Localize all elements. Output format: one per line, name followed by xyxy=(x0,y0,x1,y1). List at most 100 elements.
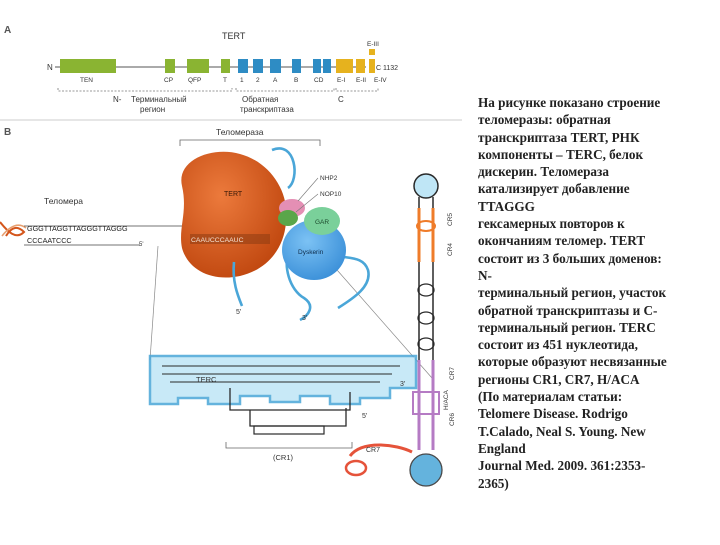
telomerase-bracket xyxy=(179,139,321,146)
caption-line: дискерин. Теломераза xyxy=(478,164,609,180)
label-ten: TEN xyxy=(80,77,93,84)
caption-line: England xyxy=(478,440,526,456)
caption-line: Journal Med. 2009. 361:2353- xyxy=(478,458,646,474)
dyskerin-label: Dyskerin xyxy=(298,249,324,256)
haca-stem xyxy=(417,360,435,450)
dna-helix-end-2 xyxy=(1,224,27,237)
hairpin-bottom-loop xyxy=(409,453,443,487)
bracket-rt xyxy=(235,88,335,92)
label-t: T xyxy=(223,77,227,84)
caption-line: T.Calado, Neal S. Young. New xyxy=(478,423,646,439)
terc-helix-lines xyxy=(162,365,400,383)
domain-e3 xyxy=(369,49,375,55)
panel-a: A TERT N TEN CP QFP T 1 2 A B CD E-I E-I… xyxy=(4,25,398,114)
caption-line: терминальный регион. TERC xyxy=(478,319,656,335)
cr7-bracket-label: CR7 xyxy=(449,367,456,380)
terc-five-prime: 5' xyxy=(362,413,367,420)
cr1-label: (CR1) xyxy=(273,453,294,462)
rt-label-1: Обратная xyxy=(242,95,278,104)
nop10-leader xyxy=(295,193,319,213)
domain-e1 xyxy=(336,59,353,73)
tert-protein xyxy=(181,151,287,278)
terc-label: TERC xyxy=(196,375,217,384)
caption-line: На рисунке показано строение xyxy=(478,95,661,110)
cr1-bracket xyxy=(225,442,353,449)
caption-line: которые образуют несвязанные xyxy=(478,354,667,370)
label-e4: E-IV xyxy=(374,77,387,84)
label-qfp: QFP xyxy=(188,77,201,84)
telomerase-figure: A TERT N TEN CP QFP T 1 2 A B CD E-I E-I… xyxy=(0,25,462,487)
bracket-c-terminal xyxy=(335,88,379,92)
label-a: A xyxy=(273,77,278,84)
telomere-bottom-sequence: CCCAATCCC xyxy=(27,236,72,245)
telomere-top-sequence: GGGTTAGGTTAGGGTTAGGG xyxy=(27,224,128,233)
c-end-label: C 1132 xyxy=(376,65,398,72)
rt-label-2: транскриптаза xyxy=(240,105,294,114)
nop10-protein xyxy=(278,210,298,226)
nop10-label: NOP10 xyxy=(320,191,342,198)
haca-label: H/ACA xyxy=(443,389,450,410)
panel-b: B Теломераза Теломера TERT GGGTTAGGTTAGG… xyxy=(0,127,456,487)
domain-2 xyxy=(253,59,263,73)
terc-pseudoknot-domain xyxy=(148,354,418,406)
gar-protein xyxy=(304,207,340,235)
cr4-cr5-bulge xyxy=(416,220,436,232)
caption-line: (По материалам статьи: xyxy=(478,389,623,405)
n-end-label: N xyxy=(47,63,53,72)
terc-three-prime: 3' xyxy=(400,381,405,388)
rna-template-sequence: CAAUCCCAAUC xyxy=(191,237,244,244)
rna-loop-top xyxy=(271,147,296,190)
hairpin-stem-top xyxy=(418,197,434,208)
terc-hairpin: CR5 CR4 H/ACA CR7 CR6 CR7 xyxy=(344,173,456,487)
hairpin-stem-mid xyxy=(418,262,434,360)
domain-d xyxy=(323,59,331,73)
caption-line: окончаниям теломер. TERT xyxy=(478,233,646,249)
panel-a-letter: A xyxy=(4,25,11,36)
caption-line: состоит из 451 нуклеотида, xyxy=(478,337,638,353)
rna-tail-5prime xyxy=(232,261,244,307)
label-e2: E-II xyxy=(356,77,366,84)
label-cd: CD xyxy=(314,77,324,84)
label-e1: E-I xyxy=(337,77,346,84)
domain-e4 xyxy=(369,59,375,73)
domain-qfp xyxy=(187,59,209,73)
domain-c xyxy=(313,59,321,73)
label-e3: E-III xyxy=(367,41,379,48)
domain-b xyxy=(292,59,301,73)
hairpin-bulge-3 xyxy=(417,337,435,351)
telomere-label: Теломера xyxy=(44,196,83,206)
terc-linker-2 xyxy=(249,408,347,427)
caption-line: Telomere Disease. Rodrigo xyxy=(478,406,628,422)
bracket-n-terminal xyxy=(57,88,233,92)
rna-template-region xyxy=(190,234,270,244)
domain-ten xyxy=(60,59,116,73)
caption-line: катализирует добавление xyxy=(478,181,630,197)
caption-line: транскриптаза TERT, РНК xyxy=(478,129,640,145)
domain-t xyxy=(221,59,230,73)
hairpin-bulge-2 xyxy=(417,311,435,325)
cr1-template-box xyxy=(253,425,325,435)
domain-e2 xyxy=(356,59,365,73)
caption-line: обратной транскриптазы и C- xyxy=(478,302,658,318)
panel-b-letter: B xyxy=(4,127,11,138)
n-terminal-label-2: регион xyxy=(140,105,165,114)
caption-line: терминальный регион, участок xyxy=(478,285,667,301)
c-terminal-label: C xyxy=(338,95,344,104)
zoom-guide-left xyxy=(149,245,159,361)
label-cp: CP xyxy=(164,77,173,84)
telomerase-label: Теломераза xyxy=(216,127,264,137)
caption-line: теломеразы: обратная xyxy=(478,112,611,128)
tert-gene-title: TERT xyxy=(222,31,246,41)
n-terminal-label-1: Терминальный xyxy=(131,95,187,104)
domain-a xyxy=(270,59,281,73)
rna-tail-3prime-label: 3' xyxy=(302,315,307,322)
cr6-label: CR6 xyxy=(449,413,456,426)
cr7-label: CR7 xyxy=(366,447,380,454)
cr4-cr5-stem xyxy=(417,208,435,262)
caption-line: гексамерных повторов к xyxy=(478,216,625,232)
label-1: 1 xyxy=(240,77,244,84)
nhp2-label: NHP2 xyxy=(320,175,338,182)
cr7-loop xyxy=(344,459,368,477)
terc-structure: (CR1) TERC 5' 3' xyxy=(148,354,418,462)
caption-text: На рисунке показано строение теломеразы:… xyxy=(478,94,714,492)
